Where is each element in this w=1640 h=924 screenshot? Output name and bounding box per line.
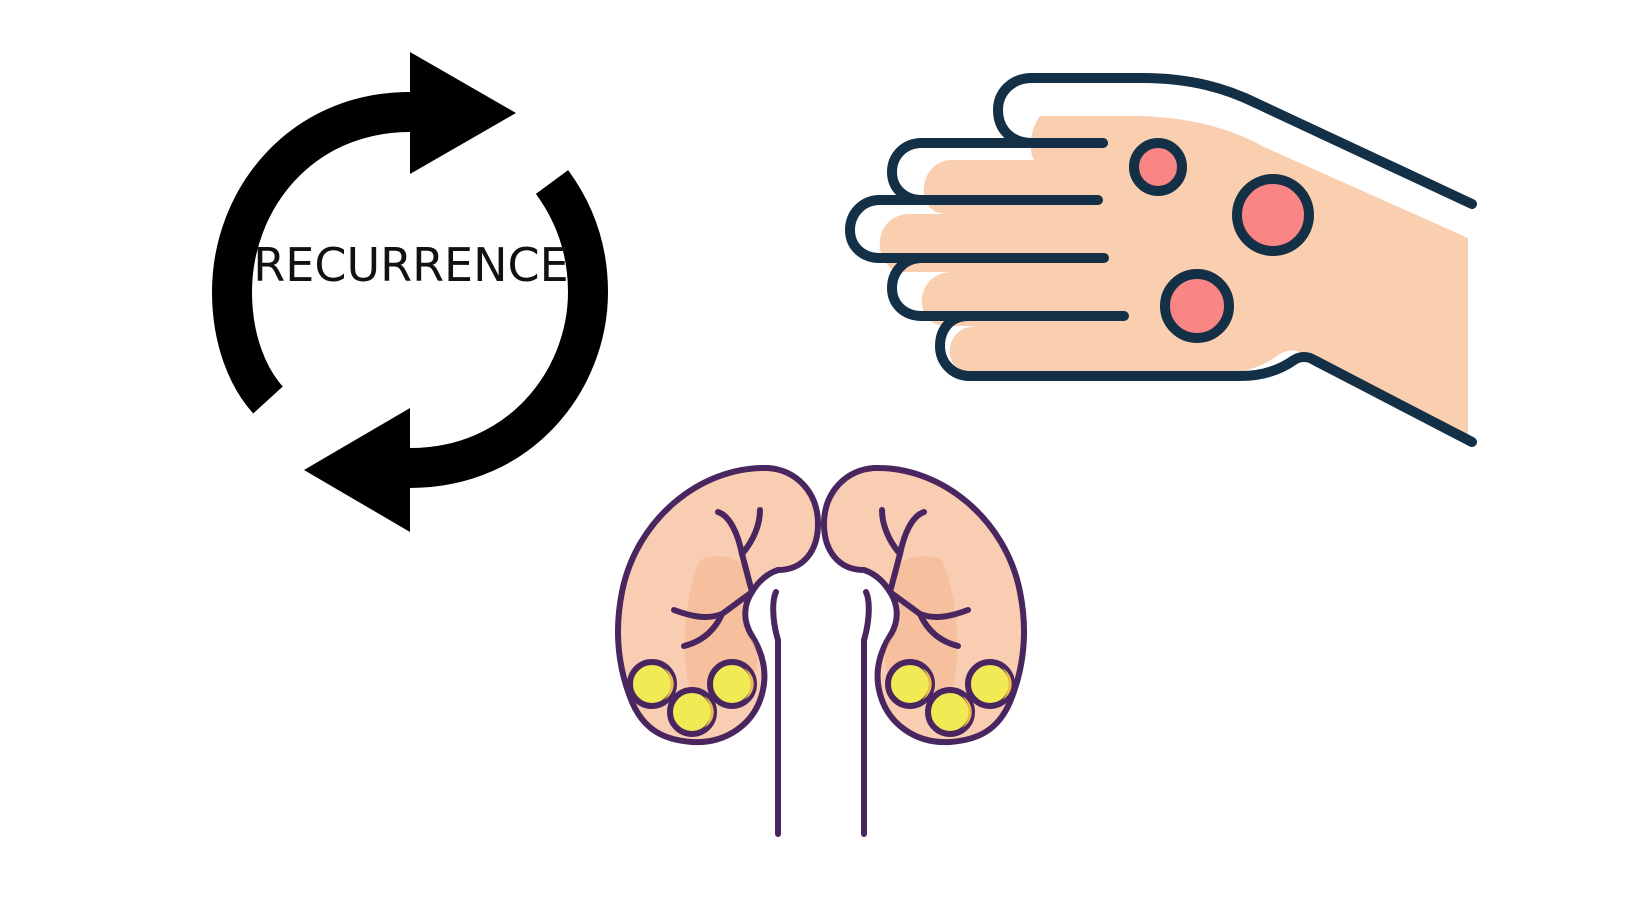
kidney-left-stone-shades xyxy=(664,668,754,728)
stone xyxy=(667,687,717,737)
kidney-right-stones xyxy=(885,659,1015,737)
stone xyxy=(885,659,935,709)
stone xyxy=(965,659,1015,709)
finger-ring xyxy=(887,253,1129,321)
kidney-left-stones xyxy=(627,659,757,737)
finger-little xyxy=(935,311,1477,447)
cycle-arrowhead-bottom xyxy=(304,408,410,532)
kidney-left-branches xyxy=(671,507,763,649)
kidney-right-stone-shades xyxy=(922,668,1012,728)
recurrence-cycle: RECURRENCE xyxy=(211,52,609,532)
lesion-medium xyxy=(1160,269,1234,343)
stone xyxy=(925,687,975,737)
kidney-right-branches xyxy=(879,507,971,649)
cycle-arc-upper xyxy=(211,92,411,414)
ureter-right xyxy=(861,589,872,837)
kidney-left xyxy=(614,464,821,837)
kidneys-with-stones-icon xyxy=(614,464,1028,837)
skin-lesions xyxy=(1129,138,1314,343)
kidney-left-shade xyxy=(684,556,758,690)
hand-outline-top xyxy=(993,73,1477,209)
kidney-right-shade xyxy=(884,556,958,690)
cycle-arc-lower xyxy=(409,170,609,488)
lesion-small xyxy=(1129,138,1187,196)
recurrence-label: RECURRENCE xyxy=(253,238,568,292)
cycle-arrows-icon xyxy=(211,92,609,488)
stone xyxy=(627,659,677,709)
finger-middle xyxy=(845,195,1109,263)
hand-with-lesions-icon xyxy=(845,73,1477,447)
kidney-right xyxy=(821,464,1028,837)
ureter-left xyxy=(770,589,781,837)
stone xyxy=(707,659,757,709)
lesion-large xyxy=(1232,174,1314,256)
cycle-arrowhead-top xyxy=(410,52,516,174)
